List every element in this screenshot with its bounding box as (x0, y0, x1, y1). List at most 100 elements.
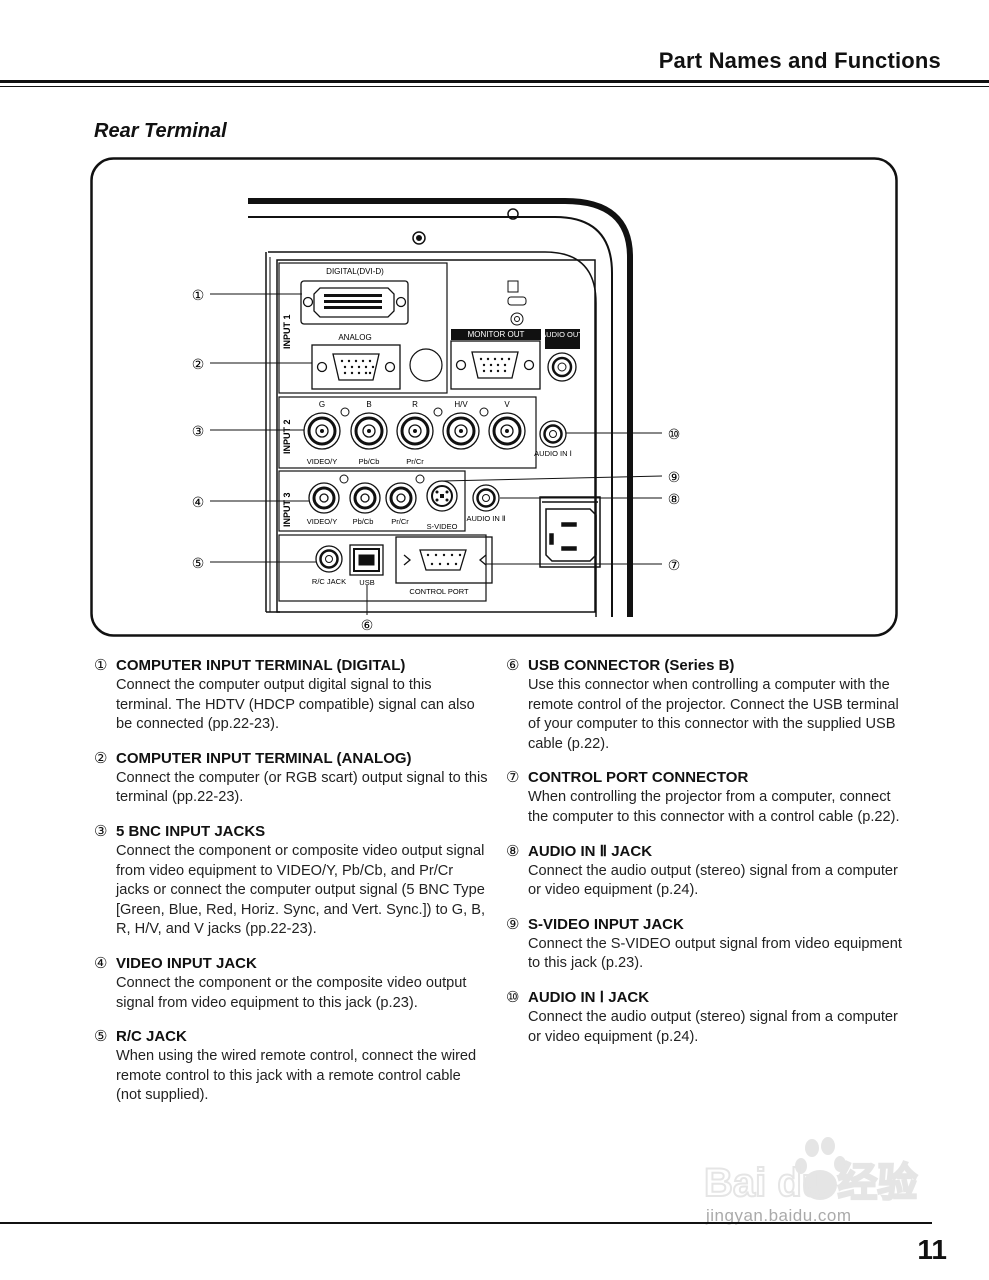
input2-label: INPUT 2 (282, 419, 292, 454)
item-title: COMPUTER INPUT TERMINAL (DIGITAL) (116, 657, 406, 674)
list-item: ⑤ R/C JACK When using the wired remote co… (94, 1027, 489, 1106)
analog-label: ANALOG (338, 333, 371, 342)
item-body: Connect the audio output (stereo) signal… (528, 1008, 898, 1045)
item-title: AUDIO IN Ⅰ JACK (528, 988, 650, 1006)
header-rule (0, 80, 989, 83)
item-title: CONTROL PORT CONNECTOR (528, 769, 749, 787)
rca-jack-pb-cb[interactable] (349, 482, 381, 514)
usb-label: USB (359, 578, 374, 587)
bnc-jack-g[interactable] (303, 412, 341, 450)
item-body: Use this connector when controlling a co… (528, 677, 899, 752)
item-number: ⑤ (94, 1028, 108, 1046)
rear-terminal-diagram: INPUT 1 DIGITAL(DVI-D) ANALOG MONITOR OU… (90, 157, 898, 637)
audio-in-1-jack[interactable] (539, 420, 567, 448)
item-number: ② (94, 749, 108, 767)
audio-in-2-label: AUDIO IN Ⅱ (466, 514, 505, 523)
item-number: ① (94, 657, 108, 674)
video-y-label-3: VIDEO/Y (307, 517, 337, 526)
lock-icon (507, 280, 527, 326)
list-item: ⑩ AUDIO IN Ⅰ JACK Connect the audio outpu… (506, 988, 906, 1047)
s-video-label: S-VIDEO (427, 522, 458, 531)
dvi-connector[interactable] (300, 280, 409, 325)
projector-body (248, 198, 633, 617)
list-item: ⑦ CONTROL PORT CONNECTOR When controlling… (506, 768, 906, 827)
list-item: ⑧ AUDIO IN Ⅱ JACK Connect the audio outpu… (506, 842, 906, 901)
v-label: V (504, 400, 510, 409)
list-item: ⑥ USB CONNECTOR (Series B) Use this conne… (506, 656, 906, 754)
audio-out-label: AUDIO OUT (541, 330, 583, 339)
control-port-label: CONTROL PORT (409, 587, 469, 596)
control-port-connector[interactable] (395, 536, 493, 584)
r-label: R (412, 400, 418, 409)
callout-6: ⑥ (361, 617, 374, 633)
baidu-watermark-logo: Bai du 经验 (703, 1137, 918, 1206)
pb-cb-label-3: Pb/Cb (353, 517, 374, 526)
item-title: USB CONNECTOR (Series B) (528, 657, 735, 674)
monitor-out-connector[interactable] (450, 340, 541, 390)
audio-in-1-label: AUDIO IN Ⅰ (534, 449, 572, 458)
callout-3: ③ (192, 423, 205, 439)
item-body: When using the wired remote control, con… (116, 1048, 477, 1104)
callout-7: ⑦ (668, 557, 681, 573)
descriptions-right-column: ⑥ USB CONNECTOR (Series B) Use this conne… (506, 656, 906, 1061)
descriptions-left-column: ① COMPUTER INPUT TERMINAL (DIGITAL) Conne… (94, 656, 489, 1120)
round-cover (409, 348, 443, 382)
item-title: R/C JACK (116, 1028, 187, 1046)
usb-connector[interactable] (349, 544, 384, 576)
callout-10: ⑩ (668, 426, 681, 442)
bnc-jack-b[interactable] (350, 412, 388, 450)
rca-jack-pr-cr[interactable] (385, 482, 417, 514)
item-number: ⑥ (506, 657, 520, 674)
callout-9: ⑨ (668, 469, 681, 485)
b-label: B (366, 400, 371, 409)
rc-jack[interactable] (315, 545, 343, 573)
item-number: ⑨ (506, 915, 520, 933)
list-item: ④ VIDEO INPUT JACK Connect the component … (94, 954, 489, 1013)
item-title: S-VIDEO INPUT JACK (528, 915, 684, 933)
page-header-title: Part Names and Functions (658, 48, 941, 73)
input1-label: INPUT 1 (282, 314, 292, 349)
item-body: Connect the component or the composite v… (116, 974, 467, 1011)
item-number: ⑦ (506, 769, 520, 787)
pr-cr-label-2: Pr/Cr (406, 457, 424, 466)
vga-analog-connector[interactable] (311, 344, 401, 390)
callout-1: ① (192, 287, 205, 303)
digital-label: DIGITAL(DVI-D) (326, 267, 384, 276)
callout-8: ⑧ (668, 491, 681, 507)
item-number: ③ (94, 822, 108, 840)
rc-jack-label: R/C JACK (312, 577, 346, 586)
item-body: Connect the computer output digital sign… (116, 677, 475, 733)
item-body: Connect the S-VIDEO output signal from v… (528, 935, 902, 972)
bnc-jack-r[interactable] (396, 412, 434, 450)
item-number: ④ (94, 954, 108, 972)
bnc-jack-hv[interactable] (442, 412, 480, 450)
item-body: When controlling the projector from a co… (528, 789, 900, 825)
power-inlet (539, 496, 601, 568)
section-title: Rear Terminal (94, 120, 227, 142)
item-title: VIDEO INPUT JACK (116, 954, 257, 972)
list-item: ① COMPUTER INPUT TERMINAL (DIGITAL) Conne… (94, 656, 489, 735)
monitor-out-label: MONITOR OUT (468, 330, 525, 339)
item-body: Connect the computer (or RGB scart) outp… (116, 769, 488, 806)
page-number: 11 (917, 1234, 947, 1265)
callout-5: ⑤ (192, 555, 205, 571)
pr-cr-label-3: Pr/Cr (391, 517, 409, 526)
bnc-jack-v[interactable] (488, 412, 526, 450)
item-title: AUDIO IN Ⅱ JACK (528, 842, 653, 860)
item-number: ⑧ (506, 842, 520, 860)
callout-4: ④ (192, 494, 205, 510)
watermark-url: jingyan.baidu.com (706, 1206, 852, 1225)
callout-2: ② (192, 356, 205, 372)
pb-cb-label-2: Pb/Cb (359, 457, 380, 466)
header-rule-thin (0, 86, 989, 87)
input3-label: INPUT 3 (282, 492, 292, 527)
audio-out-jack[interactable] (547, 352, 577, 382)
s-video-jack[interactable] (426, 480, 458, 512)
audio-in-2-jack[interactable] (472, 484, 500, 512)
item-body: Connect the component or composite video… (116, 842, 486, 938)
item-body: Connect the audio output (stereo) signal… (528, 862, 898, 899)
callout-leaders (210, 293, 663, 615)
rca-jack-video-y[interactable] (308, 482, 340, 514)
item-number: ⑩ (506, 988, 520, 1006)
